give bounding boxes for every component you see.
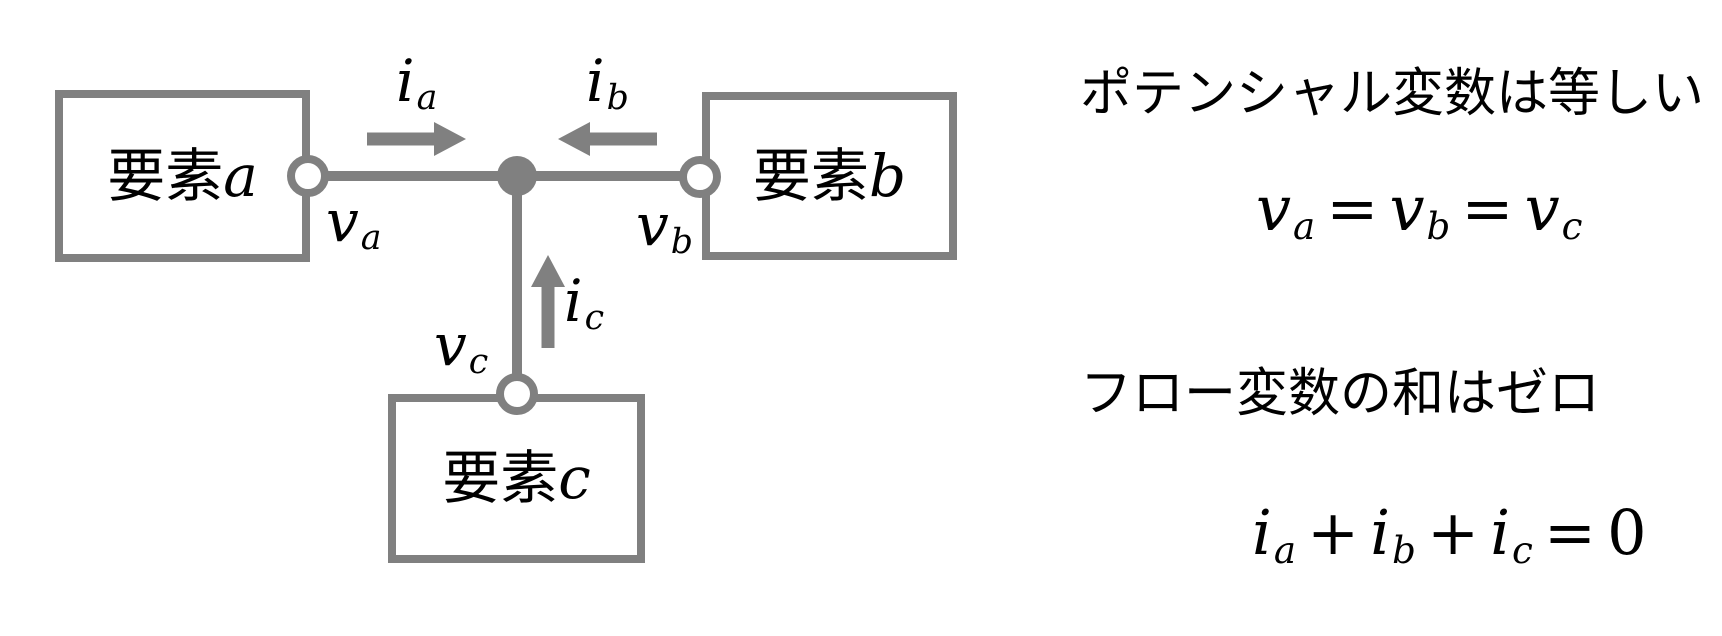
flow-eq-equals: = <box>1544 496 1596 569</box>
flow-label-ib-sub: b <box>606 78 629 119</box>
flow-label-ic-sub: c <box>584 298 605 339</box>
flow-eq-s1: a <box>1273 527 1297 572</box>
flow-arrow-b-head-icon <box>558 122 590 156</box>
element-c-label: 要素c <box>442 449 591 508</box>
element-a-label: 要素a <box>107 147 258 206</box>
potential-eq-s2: b <box>1426 203 1451 248</box>
potential-eq-s3: c <box>1561 203 1583 248</box>
port-label-vb-base: v <box>636 191 669 259</box>
flow-eq-s2: b <box>1392 527 1416 572</box>
potential-rule-heading: ポテンシャル変数は等しい <box>1080 65 1705 123</box>
element-b-label-letter: b <box>868 141 907 210</box>
flow-label-ic-base: i <box>564 267 583 335</box>
potential-eq-v1: v <box>1256 172 1292 245</box>
port-label-va-sub: a <box>360 218 382 259</box>
flow-arrow-c-head-icon <box>531 255 565 287</box>
flow-arrow-a-head-icon <box>434 122 466 156</box>
flow-eq-plus2: + <box>1427 496 1480 569</box>
port-label-va: va <box>326 192 382 256</box>
element-box-a: 要素a <box>55 90 310 262</box>
port-label-vc-base: v <box>434 311 467 379</box>
flow-eq-i3: i <box>1490 496 1511 569</box>
potential-equation: va=vb=vc <box>1256 178 1582 245</box>
port-label-vb-sub: b <box>670 222 694 263</box>
flow-eq-plus1: + <box>1307 496 1360 569</box>
element-c-label-prefix: 要素 <box>442 446 559 511</box>
flow-label-ic: ic <box>564 272 604 336</box>
flow-label-ia-sub: a <box>416 78 438 119</box>
flow-label-ia-base: i <box>396 47 415 115</box>
potential-eq-equals2: = <box>1461 172 1514 245</box>
flow-label-ib: ib <box>586 52 629 116</box>
potential-eq-v2: v <box>1389 172 1425 245</box>
flow-equation: ia+ib+ic=0 <box>1252 502 1647 569</box>
element-b-label: 要素b <box>753 147 906 206</box>
flow-eq-zero: 0 <box>1607 496 1647 569</box>
flow-eq-i1: i <box>1252 496 1272 569</box>
element-box-b: 要素b <box>702 92 957 260</box>
element-c-label-letter: c <box>558 444 591 512</box>
port-label-vc: vc <box>434 316 488 380</box>
flow-label-ib-base: i <box>586 47 605 115</box>
junction-node-icon <box>497 156 537 196</box>
port-label-va-base: v <box>326 187 359 255</box>
port-label-vc-sub: c <box>468 342 489 383</box>
element-b-label-prefix: 要素 <box>752 143 869 209</box>
flow-eq-i2: i <box>1370 496 1391 569</box>
potential-eq-s1: a <box>1293 203 1316 248</box>
port-label-vb: vb <box>636 196 693 260</box>
potential-eq-equals1: = <box>1326 172 1379 245</box>
element-a-label-letter: a <box>223 141 258 210</box>
flow-rule-heading: フロー変数の和はゼロ <box>1080 365 1601 423</box>
potential-eq-v3: v <box>1524 172 1560 245</box>
flow-eq-s3: c <box>1512 527 1533 572</box>
element-box-c: 要素c <box>388 394 645 563</box>
element-a-label-prefix: 要素 <box>107 143 224 209</box>
flow-label-ia: ia <box>396 52 437 116</box>
